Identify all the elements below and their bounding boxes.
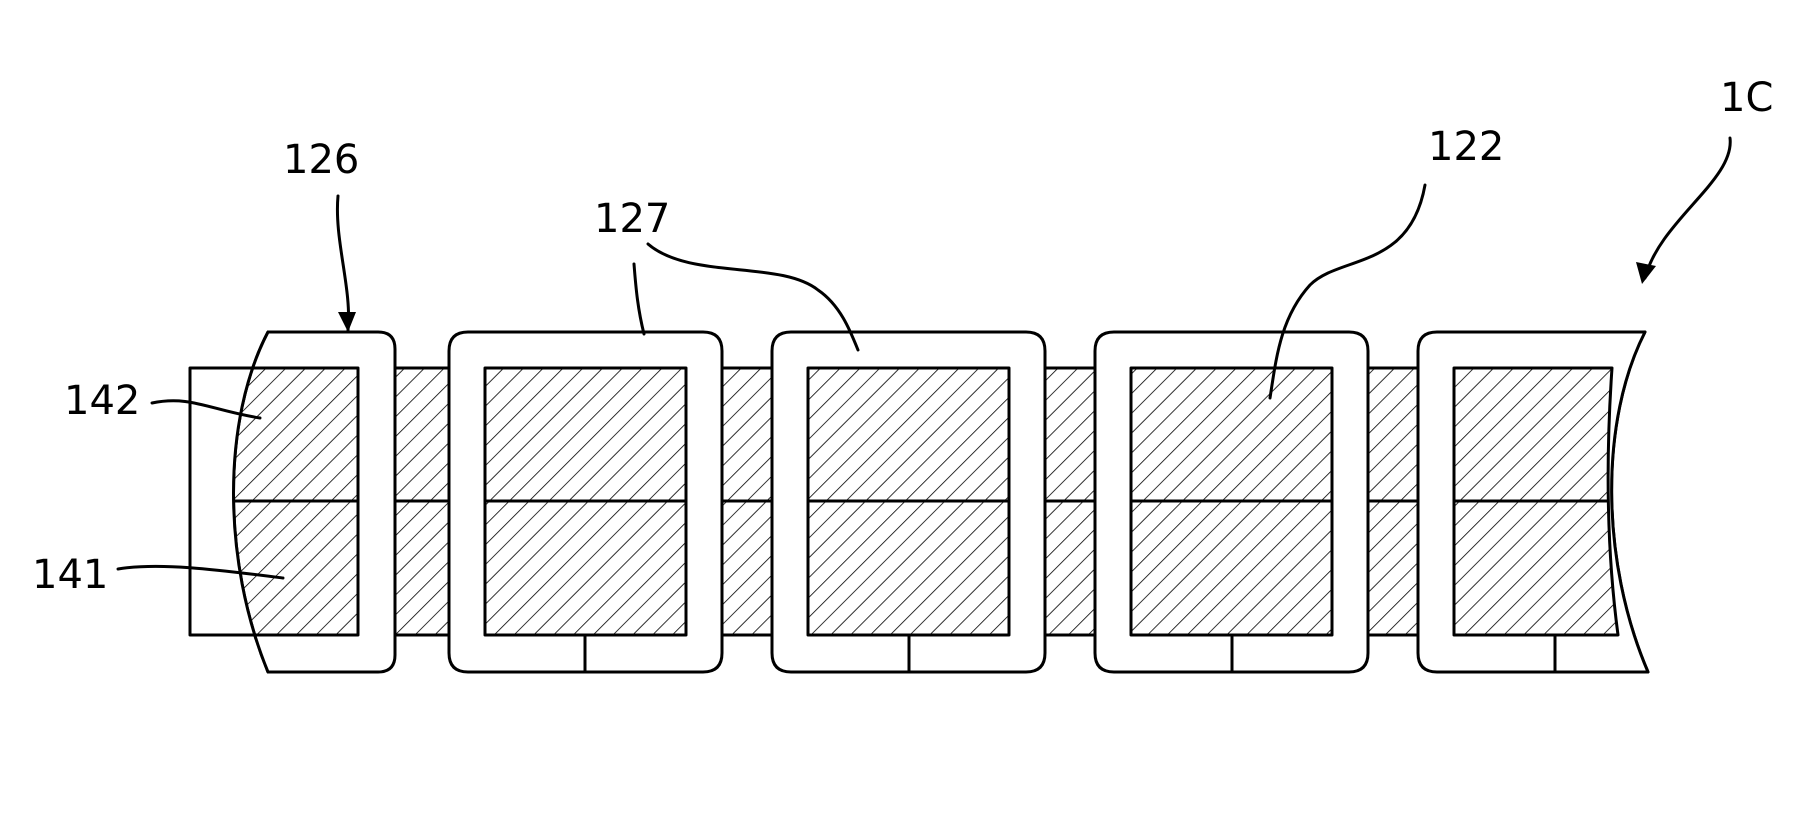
leader-127-a: [634, 264, 644, 334]
leader-126: [337, 196, 348, 330]
label-122: 122: [1428, 124, 1504, 170]
label-1c: 1C: [1720, 75, 1773, 121]
label-141: 141: [32, 552, 108, 598]
arrowhead-1c: [1636, 262, 1656, 284]
label-127: 127: [594, 196, 670, 242]
label-142: 142: [64, 378, 140, 424]
leader-1c: [1645, 138, 1730, 278]
arrowhead-126: [338, 312, 356, 332]
label-126: 126: [283, 137, 359, 183]
